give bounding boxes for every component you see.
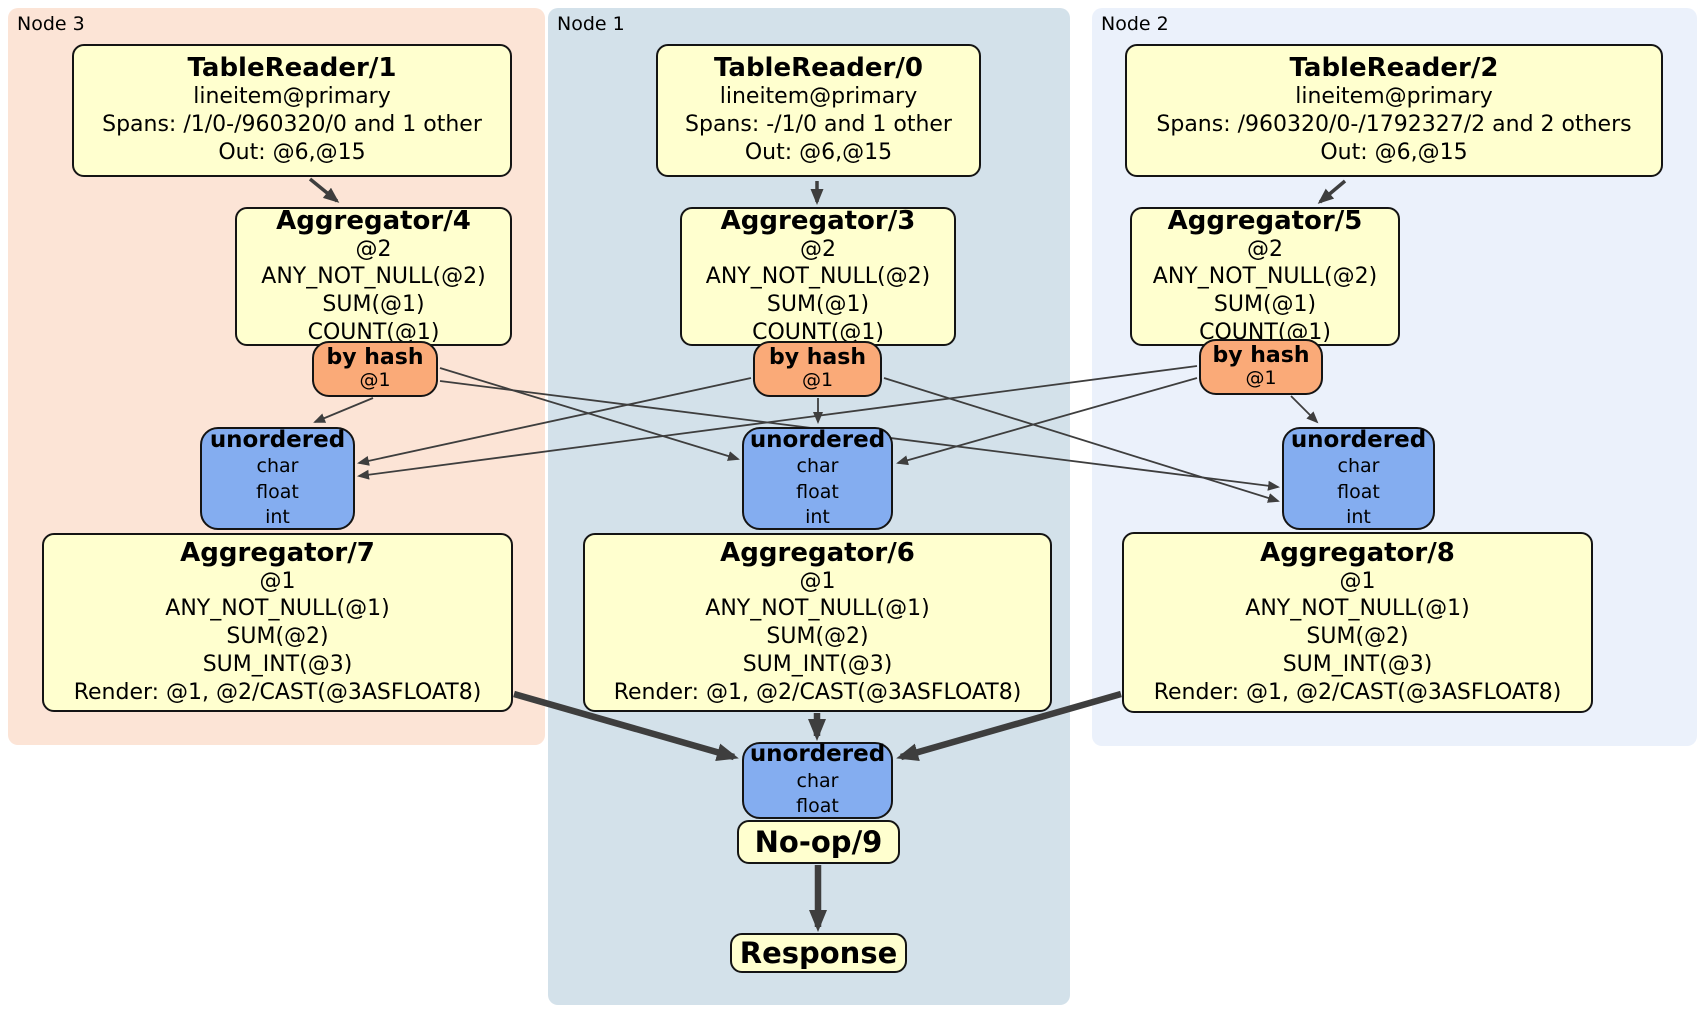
box-line: SUM_INT(@3) [742, 651, 893, 677]
box-tablereader-1: TableReader/1 lineitem@primary Spans: /1… [72, 44, 512, 177]
box-line: float [796, 795, 839, 818]
box-line: ANY_NOT_NULL(@1) [1245, 596, 1470, 622]
box-line: @1 [359, 369, 391, 392]
box-noop-9: No-op/9 [737, 820, 900, 864]
box-title: by hash [326, 344, 424, 370]
edge-byhash-node1-to-unordered-node2 [883, 377, 1280, 503]
box-title: Aggregator/5 [1167, 205, 1363, 236]
box-line: ANY_NOT_NULL(@2) [705, 264, 931, 290]
box-byhash-node3: by hash @1 [312, 341, 438, 397]
box-line: lineitem@primary [1295, 84, 1493, 110]
box-title: by hash [768, 344, 866, 370]
box-line: Out: @6,@15 [744, 139, 893, 165]
box-tablereader-0: TableReader/0 lineitem@primary Spans: -/… [656, 44, 981, 177]
box-aggregator-6: Aggregator/6 @1 ANY_NOT_NULL(@1) SUM(@2)… [583, 533, 1052, 712]
box-unordered-node1: unordered char float int [742, 427, 893, 530]
box-aggregator-7: Aggregator/7 @1 ANY_NOT_NULL(@1) SUM(@2)… [42, 533, 513, 712]
box-title: TableReader/1 [187, 53, 397, 84]
box-unordered-node3: unordered char float int [200, 427, 355, 530]
edge-aggregator-8-to-final-unordered [896, 690, 1122, 761]
box-line: char [256, 455, 299, 478]
box-line: @1 [801, 369, 834, 392]
box-line: Spans: -/1/0 and 1 other [685, 112, 952, 138]
box-line: int [265, 506, 290, 529]
box-line: @1 [1245, 367, 1277, 390]
box-title: Aggregator/3 [720, 205, 916, 236]
box-title: No-op/9 [754, 824, 883, 859]
box-line: SUM(@1) [322, 292, 425, 318]
box-unordered-node2: unordered char float int [1282, 427, 1435, 530]
box-line: Render: @1, @2/CAST(@3ASFLOAT8) [613, 679, 1022, 705]
box-final-unordered: unordered char float [742, 741, 893, 819]
box-line: ANY_NOT_NULL(@2) [261, 264, 486, 290]
box-line: @1 [799, 568, 836, 594]
box-title: Aggregator/7 [180, 537, 375, 568]
box-line: SUM_INT(@3) [202, 651, 353, 677]
edge-tablereader-1-to-aggregator-4 [308, 177, 340, 203]
box-title: Response [739, 935, 898, 970]
box-title: Aggregator/6 [720, 537, 915, 568]
box-line: int [805, 506, 830, 529]
box-line: char [796, 769, 839, 792]
box-line: ANY_NOT_NULL(@1) [165, 596, 390, 622]
box-aggregator-8: Aggregator/8 @1 ANY_NOT_NULL(@1) SUM(@2)… [1122, 532, 1593, 713]
box-title: TableReader/2 [1289, 53, 1499, 84]
box-line: ANY_NOT_NULL(@1) [705, 596, 930, 622]
box-line: Render: @1, @2/CAST(@3ASFLOAT8) [73, 679, 482, 705]
box-line: int [1346, 506, 1371, 529]
box-line: Render: @1, @2/CAST(@3ASFLOAT8) [1153, 679, 1562, 705]
edge-byhash-node2-to-unordered-node2 [1290, 395, 1319, 424]
box-title: unordered [209, 426, 346, 453]
box-line: float [256, 480, 299, 503]
box-line: char [796, 455, 839, 478]
box-line: @1 [1339, 568, 1376, 594]
box-title: Aggregator/8 [1260, 537, 1455, 568]
group-node2-label: Node 2 [1101, 13, 1169, 35]
edge-byhash-node3-to-unordered-node3 [313, 397, 374, 423]
box-line: SUM(@1) [1213, 292, 1317, 318]
box-byhash-node2: by hash @1 [1199, 339, 1323, 395]
box-aggregator-3: Aggregator/3 @2 ANY_NOT_NULL(@2) SUM(@1)… [680, 205, 956, 346]
box-tablereader-2: TableReader/2 lineitem@primary Spans: /9… [1125, 44, 1663, 177]
box-line: SUM(@2) [766, 624, 869, 650]
box-line: SUM(@2) [1306, 624, 1409, 650]
box-line: Out: @6,@15 [1320, 139, 1468, 165]
group-node3-label: Node 3 [17, 13, 85, 35]
box-title: by hash [1212, 342, 1310, 368]
box-title: unordered [1290, 426, 1427, 453]
box-line: lineitem@primary [193, 84, 391, 110]
box-title: unordered [749, 426, 886, 453]
box-line: @2 [355, 236, 392, 262]
edge-byhash-node2-to-unordered-node1 [896, 377, 1198, 466]
box-line: SUM(@1) [766, 292, 870, 318]
box-title: TableReader/0 [714, 53, 923, 84]
box-aggregator-4: Aggregator/4 @2 ANY_NOT_NULL(@2) SUM(@1)… [235, 205, 512, 346]
box-line: float [1337, 480, 1380, 503]
edge-aggregator-7-to-final-unordered [513, 690, 739, 761]
box-line: float [796, 480, 839, 503]
box-aggregator-5: Aggregator/5 @2 ANY_NOT_NULL(@2) SUM(@1)… [1130, 205, 1400, 346]
box-line: @2 [1247, 236, 1283, 262]
box-line: lineitem@primary [719, 84, 918, 110]
box-line: @2 [800, 236, 836, 262]
box-line: char [1337, 455, 1380, 478]
box-line: SUM_INT(@3) [1282, 651, 1433, 677]
box-response: Response [730, 933, 907, 973]
group-node1-label: Node 1 [557, 13, 625, 35]
box-line: Spans: /1/0-/960320/0 and 1 other [102, 112, 482, 138]
edge-tablereader-2-to-aggregator-5 [1317, 179, 1347, 204]
box-line: COUNT(@1) [752, 319, 884, 345]
box-title: unordered [749, 741, 886, 768]
edge-byhash-node1-to-unordered-node3 [357, 377, 752, 466]
box-line: Spans: /960320/0-/1792327/2 and 2 others [1156, 112, 1632, 138]
box-line: SUM(@2) [226, 624, 329, 650]
box-line: Out: @6,@15 [218, 139, 366, 165]
box-title: Aggregator/4 [276, 205, 471, 236]
box-line: ANY_NOT_NULL(@2) [1152, 264, 1378, 290]
box-line: COUNT(@1) [307, 319, 440, 345]
box-line: @1 [259, 568, 296, 594]
edge-byhash-node2-to-unordered-node3 [357, 365, 1198, 480]
box-byhash-node1: by hash @1 [753, 341, 882, 397]
